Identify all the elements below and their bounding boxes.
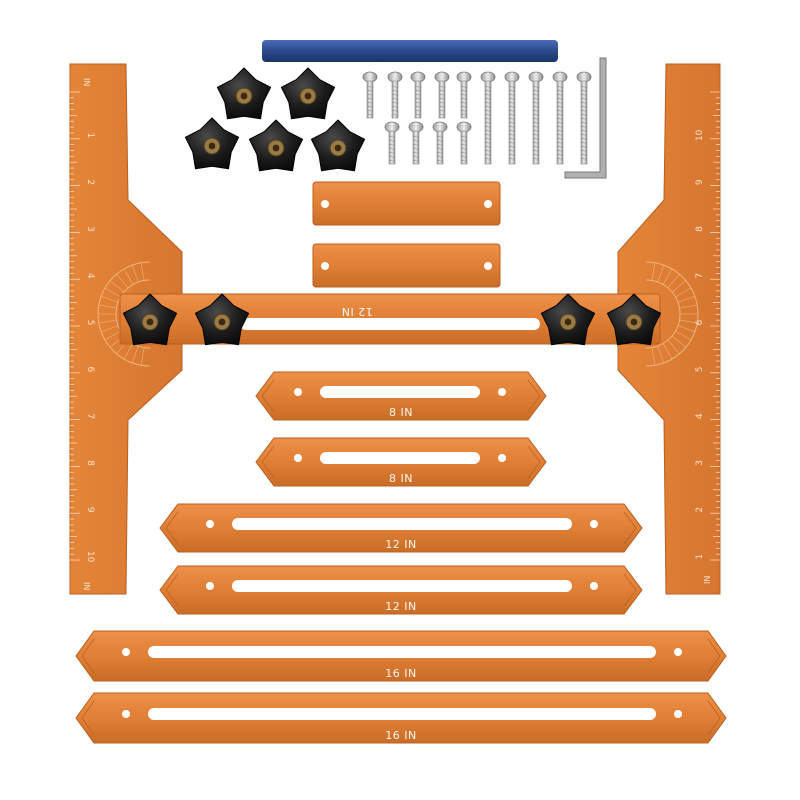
ruler-number: 4 (85, 273, 95, 279)
knob-icon-1 (216, 67, 272, 120)
ruler-number: 9 (695, 179, 705, 185)
right-ruler-unit: IN (703, 576, 712, 584)
screw-icon (528, 71, 544, 165)
small-plate-2 (312, 243, 501, 288)
right-square-ruler: 10 9 8 7 6 5 4 3 2 1 IN (617, 63, 721, 595)
assembly-knob-icon-3 (540, 293, 596, 346)
blue-rod-icon (262, 40, 558, 62)
ruler-number: 3 (85, 226, 95, 232)
knob-icon-3 (184, 117, 240, 170)
ruler-number: 7 (695, 273, 705, 279)
ruler-number: 5 (85, 320, 95, 326)
ruler-number: 6 (695, 319, 705, 325)
knob-icon-2 (280, 67, 336, 120)
ruler-number: 5 (695, 367, 705, 373)
ruler-number: 8 (85, 460, 95, 466)
bar-label: 8 IN (389, 472, 413, 485)
ruler-number: 2 (85, 179, 95, 185)
connector-bar-label: 12 IN (341, 305, 372, 318)
screw-icon (504, 71, 520, 165)
screw-icon (387, 71, 403, 119)
bar-label: 16 IN (385, 729, 416, 742)
bar-label: 8 IN (389, 406, 413, 419)
ruler-number: 1 (695, 554, 705, 560)
assembly-knob-icon-4 (606, 293, 662, 346)
ruler-number: 1 (85, 133, 95, 139)
ruler-number: 9 (85, 507, 95, 513)
left-ruler-unit-bottom: IN (82, 582, 91, 590)
assembly-knob-icon-1 (122, 293, 178, 346)
ruler-number: 3 (695, 460, 705, 466)
assembly-knob-icon-2 (194, 293, 250, 346)
connector-bar-12in: 12 IN (119, 293, 661, 345)
bar-label: 16 IN (385, 667, 416, 680)
bar-16in-2: 16 IN (75, 692, 727, 744)
small-plate-1 (312, 181, 501, 226)
ruler-number: 6 (85, 367, 95, 373)
left-ruler-unit: IN (82, 78, 91, 86)
bar-label: 12 IN (385, 538, 416, 551)
screw-icon (576, 71, 592, 165)
screw-icon (434, 71, 450, 119)
bar-16in-1: 16 IN (75, 630, 727, 682)
ruler-number: 10 (85, 551, 95, 563)
screw-icon (410, 71, 426, 119)
ruler-number: 10 (695, 129, 705, 141)
knob-set (184, 67, 366, 172)
knob-icon-4 (248, 119, 304, 172)
screw-icon (480, 71, 496, 165)
screw-icon (552, 71, 568, 165)
screw-set (362, 71, 592, 165)
screw-icon (456, 121, 472, 165)
screw-icon (456, 71, 472, 119)
bar-8in-1: 8 IN (255, 371, 547, 421)
screw-icon (384, 121, 400, 165)
screw-icon (432, 121, 448, 165)
ruler-number: 4 (695, 413, 705, 419)
bar-12in-1: 12 IN (159, 503, 643, 553)
bar-8in-2: 8 IN (255, 437, 547, 487)
hex-key-icon (564, 57, 607, 179)
knob-icon-5 (310, 119, 366, 172)
ruler-number: 8 (695, 226, 705, 232)
ruler-number: 2 (695, 507, 705, 513)
screw-icon (362, 71, 378, 119)
bar-12in-2: 12 IN (159, 565, 643, 615)
screw-icon (408, 121, 424, 165)
ruler-number: 7 (85, 413, 95, 419)
bar-label: 12 IN (385, 600, 416, 613)
assembly-knobs (122, 293, 662, 346)
